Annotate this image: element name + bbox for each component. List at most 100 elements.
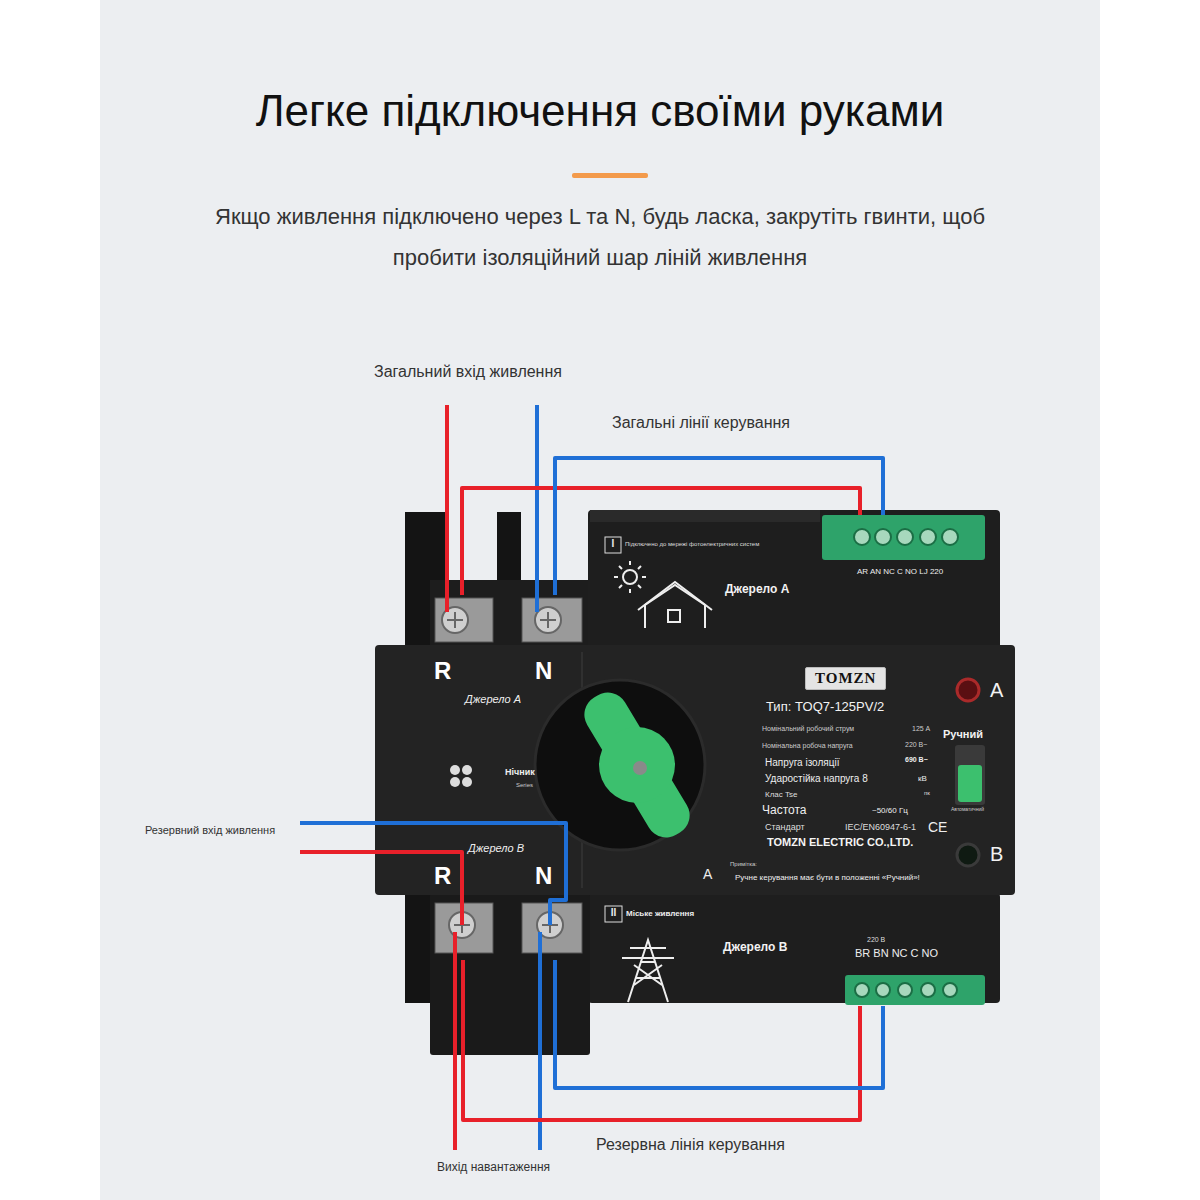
indicator-lamp <box>957 679 979 701</box>
label: B <box>990 843 1003 866</box>
fan-icon <box>462 777 472 787</box>
label: Напруга ізоляції <box>765 757 839 769</box>
label: Джерело А <box>465 693 521 706</box>
label: 220 В~ <box>905 741 927 749</box>
mode-slider <box>955 745 985 805</box>
label: ~50/60 Гц <box>872 806 908 815</box>
indicator-lamp <box>957 844 979 866</box>
label: пк <box>924 790 930 797</box>
solar-house-icon <box>614 561 646 593</box>
control-terminal-block <box>897 529 913 545</box>
label: Міське живлення <box>626 909 694 918</box>
source-number-box <box>605 906 622 922</box>
source-number-box <box>605 537 621 553</box>
tower-icon <box>622 940 674 1002</box>
control-terminal-block <box>921 983 935 997</box>
label: Ручне керування має бути в положенні «Ру… <box>735 873 920 882</box>
label: CE <box>928 819 947 835</box>
control-terminal-block <box>876 983 890 997</box>
label: Підключено до мережі фотоелектричних сис… <box>625 541 759 548</box>
node-text: N <box>535 657 552 685</box>
solar-house-icon <box>668 610 680 622</box>
label: Частота <box>762 804 806 818</box>
wire <box>535 405 539 612</box>
control-terminal-block <box>920 529 936 545</box>
device-housing <box>375 510 1015 1055</box>
fan-icon <box>462 765 472 775</box>
control-terminal-block <box>942 529 958 545</box>
label: IEC/EN60947-6-1 <box>845 822 916 832</box>
node-text: AR AN NC C NO LJ 220 <box>857 567 943 576</box>
solar-house-icon <box>645 585 705 628</box>
control-terminal-block <box>822 515 985 1005</box>
wire <box>538 932 542 1150</box>
label: Series <box>516 782 533 789</box>
label: A <box>703 866 712 882</box>
label: 125 А <box>912 725 930 733</box>
wire-connector <box>555 458 883 595</box>
device-housing <box>430 580 590 650</box>
label: Ручний <box>943 728 983 741</box>
brand-logo: TOMZN <box>805 667 886 690</box>
label: Стандарт <box>765 822 805 832</box>
power-terminal: RN <box>432 862 590 960</box>
label: Нічник <box>505 767 535 777</box>
node-text: BR BN NC C NO <box>855 947 938 960</box>
wire-connector <box>462 488 860 595</box>
label: A <box>990 679 1003 702</box>
device-housing <box>590 510 820 522</box>
node-text: TOMZN <box>815 670 876 687</box>
power-terminal: RN <box>432 595 590 691</box>
wire-connector <box>555 960 883 1088</box>
control-terminal-block <box>822 515 985 560</box>
label: Номінальний робочий струм <box>762 725 854 733</box>
node-text: R <box>434 862 451 890</box>
mode-slider <box>958 765 982 802</box>
label: Якщо живлення підключено через L та N, б… <box>185 196 1015 278</box>
node-text: R <box>434 657 451 685</box>
tower-icon <box>622 940 674 1002</box>
rotary-handle <box>599 727 675 803</box>
label: Джерело В <box>468 842 524 855</box>
control-terminal-block <box>898 983 912 997</box>
fan-icon <box>450 765 460 775</box>
label: Загальний вхід живлення <box>374 363 562 381</box>
control-terminal-block <box>943 983 957 997</box>
solar-house-icon <box>638 582 712 610</box>
wire <box>300 823 566 925</box>
mode-slider <box>955 745 985 805</box>
label: Вихід навантаження <box>437 1161 550 1175</box>
fan-icon <box>450 765 472 787</box>
wire-connector <box>463 960 860 1120</box>
node-text: 220 В <box>867 936 885 944</box>
label: Резервний вхід живлення <box>145 824 275 837</box>
label: TOMZN ELECTRIC CO.,LTD. <box>767 836 913 849</box>
solar-house-icon <box>623 570 637 584</box>
control-terminal-block <box>855 983 869 997</box>
control-terminal-block <box>854 529 870 545</box>
label: Автоматичний <box>951 807 984 813</box>
label: Клас Tse <box>765 790 797 799</box>
label: I <box>605 538 621 550</box>
screw-terminal <box>454 917 558 933</box>
label: Ударостійка напруга 8 <box>765 773 868 785</box>
wire <box>300 405 566 1150</box>
control-terminal-block <box>845 975 985 1005</box>
solar-house-icon <box>614 561 712 628</box>
rotary-handle <box>633 761 647 775</box>
wire <box>300 852 462 925</box>
control-terminal-block <box>875 529 891 545</box>
label: Примітка: <box>730 861 757 868</box>
fan-icon <box>450 777 460 787</box>
node-text: N <box>535 862 552 890</box>
label: Джерело А <box>725 583 789 597</box>
device-housing <box>375 645 1015 895</box>
page-title: Легке підключення своїми руками <box>100 86 1100 137</box>
title-underline <box>572 173 648 178</box>
screw-terminal <box>435 598 493 642</box>
control-terminal: AR AN NC C NO LJ 220 <box>822 515 985 583</box>
